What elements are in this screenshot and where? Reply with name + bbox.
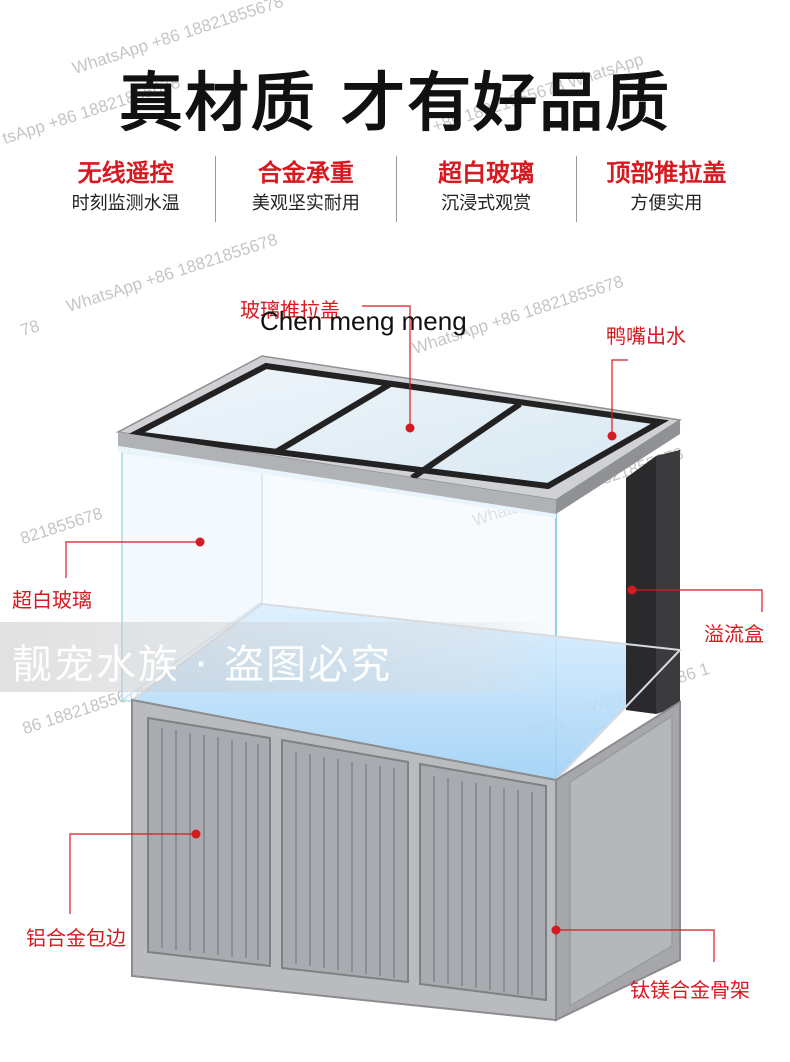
feature-strip: 无线遥控 时刻监测水温 合金承重 美观坚实耐用 超白玻璃 沉浸式观赏 顶部推拉盖… <box>36 156 756 222</box>
feature-item: 合金承重 美观坚实耐用 <box>216 156 397 222</box>
cabinet-door-left <box>147 716 271 968</box>
callout-glass-cover: 玻璃推拉盖 <box>240 298 340 322</box>
marker-dot <box>607 431 617 441</box>
marker-dot <box>627 585 637 595</box>
feature-subtitle: 方便实用 <box>630 193 703 214</box>
callout-overflow-box: 溢流盒 <box>704 622 764 646</box>
leader-overflow-box <box>632 589 763 612</box>
banner-text: 靓宠水族 · 盗图必究 <box>12 642 393 688</box>
feature-title: 无线遥控 <box>77 159 174 187</box>
callout-aluminum-edge: 铝合金包边 <box>26 926 126 950</box>
feature-title: 超白玻璃 <box>438 159 535 187</box>
top-glass <box>125 362 670 490</box>
feature-title: 合金承重 <box>257 159 354 187</box>
feature-subtitle: 沉浸式观赏 <box>441 193 532 214</box>
feature-item: 无线遥控 时刻监测水温 <box>36 156 217 222</box>
overlay-text: Chen meng meng <box>260 306 467 336</box>
cabinet-door-right <box>419 762 547 1002</box>
callout-duck-bill: 鸭嘴出水 <box>606 324 686 348</box>
leader-glass-cover <box>362 305 411 428</box>
callout-frame: 钛镁合金骨架 <box>630 978 750 1002</box>
leader-ultra-clear <box>65 541 200 578</box>
leader-duck-bill <box>611 359 628 436</box>
feature-subtitle: 时刻监测水温 <box>71 193 180 214</box>
leader-aluminum-edge <box>69 833 196 914</box>
watermark-banner: 靓宠水族 · 盗图必究 <box>0 622 552 692</box>
marker-dot <box>405 423 415 433</box>
top-frame-front <box>118 432 556 514</box>
feature-subtitle: 美观坚实耐用 <box>251 193 360 214</box>
marker-dot <box>195 537 205 547</box>
feature-item: 超白玻璃 沉浸式观赏 <box>397 156 577 222</box>
marker-dot <box>191 829 201 839</box>
feature-item: 顶部推拉盖 方便实用 <box>577 156 756 222</box>
cabinet-door-middle <box>281 738 409 984</box>
page-title: 真材质 才有好品质 <box>118 67 672 141</box>
top-frame-side <box>556 420 680 514</box>
callout-ultra-clear-glass: 超白玻璃 <box>12 588 92 612</box>
marker-dot <box>551 925 561 935</box>
feature-title: 顶部推拉盖 <box>606 159 727 187</box>
leader-frame <box>556 929 715 962</box>
